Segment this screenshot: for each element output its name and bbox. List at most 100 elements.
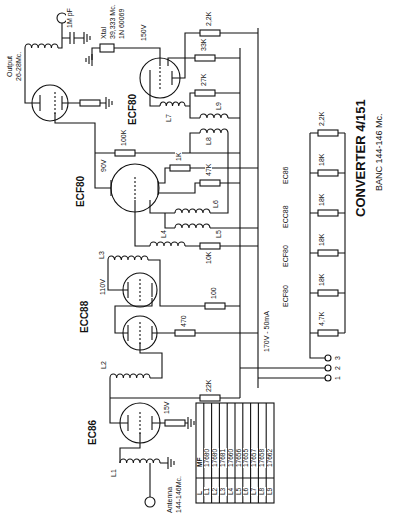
coil-symbol [108,256,148,260]
component-label: 2,2K [205,11,212,27]
capacitor-symbol [70,32,74,44]
component-label: 2 [334,365,341,371]
tube-grid [139,279,140,301]
component-label: ECC88 [80,300,90,334]
table-cell: L [197,490,204,496]
component-label: 1 [334,375,341,381]
component-label: L7 [165,113,172,123]
component-label: ECF80 [282,244,289,268]
schematic-title: CONVERTER 4/151 [354,98,367,218]
coil-symbol [25,44,58,48]
table-cell: 17655 [243,448,250,468]
resistor-symbol [205,303,225,309]
component-label: 4,7K [318,311,325,327]
table-cell: L9 [267,487,274,496]
table-cell: L2 [212,487,219,496]
tube-cathode [151,326,152,340]
table-cell: 17660 [228,448,235,468]
tube-envelope [123,316,157,350]
component-label: L6 [212,199,219,209]
component-label: 18K [318,153,325,167]
resistor-symbol [165,420,185,426]
tube-plate [110,180,111,196]
tube-cathode [151,416,152,430]
table-cell: L8 [259,487,266,496]
component-label: 18K [318,193,325,207]
resistor-symbol [80,100,100,106]
component-label: L1 [110,468,117,478]
resistor-symbol [318,130,338,136]
resistor-symbol [200,395,220,401]
component-label: 15V [163,401,170,415]
tube-grid [134,177,135,199]
antenna-jack [145,497,155,507]
table-cell: 17657 [251,448,258,468]
tube-plate [127,325,128,341]
table-cell: MF [197,457,204,468]
component-label: 100K [120,129,127,147]
component-label: 22K [205,379,212,393]
table-cell: L7 [251,487,258,496]
tube-grid [159,67,160,89]
table-cell: L4 [228,487,235,496]
coil-symbol [120,459,160,463]
component-label: 26-28Mc. [15,51,22,82]
component-label: 10K [205,251,212,265]
component-label: 18K [318,233,325,247]
tube-envelope [32,85,68,121]
table-cell: 17662 [267,448,274,468]
resistor-symbol [200,30,220,36]
component-label: 170V - 50mA [263,310,270,353]
component-label: 18K [318,273,325,287]
component-label: 27K [200,73,207,87]
component-label: L5 [215,229,222,239]
table-cell: L6 [243,487,250,496]
resistor-symbol [318,330,338,336]
table-cell: 17658 [259,448,266,468]
component-label: L2 [100,360,107,370]
table-cell: 17656 [236,448,243,468]
coil-symbol [110,374,150,378]
component-label: ECF80 [76,175,86,208]
coil-symbol [175,224,210,228]
ground-symbol [86,54,92,66]
resistor-symbol [318,210,338,216]
tube-cathode [157,181,158,195]
table-cell: L3 [220,487,227,496]
component-label: 90V [100,159,107,173]
tube-grid [54,92,55,114]
terminal [325,355,331,361]
tube-grid [139,322,140,344]
table-cell: 17680 [212,448,219,468]
component-label: Antenna [166,486,173,514]
table-cell: 17680 [204,448,211,468]
tube-cathode [61,96,62,110]
tube-cathode [151,283,152,297]
tube-plate [127,282,128,298]
tube-plate [39,95,40,111]
tube-envelope [140,58,180,98]
tube-envelope [111,164,159,212]
ground-symbol [168,457,174,469]
component-label: 110V [99,278,106,296]
terminal [325,375,331,381]
resistor-symbol [200,243,220,249]
coil-symbol [160,102,185,106]
resistor-symbol [195,90,215,96]
tube-plate [127,415,128,431]
component-label: EC86 [282,165,289,185]
resistor-symbol [318,250,338,256]
resistor-symbol [170,165,190,171]
component-label: L9 [215,101,222,111]
table-cell: L5 [236,487,243,496]
band-caption: BANC 144-146 Mc. [375,112,384,192]
coil-symbol [200,114,228,118]
component-label: 39,333 Mc. [109,3,116,40]
component-label: L8 [205,136,212,146]
component-label: 144-146Mc. [175,475,182,514]
tube-cathode [171,71,172,85]
coil-table-frame [196,403,274,503]
resistor-symbol [318,290,338,296]
component-label: 150V [140,24,147,42]
